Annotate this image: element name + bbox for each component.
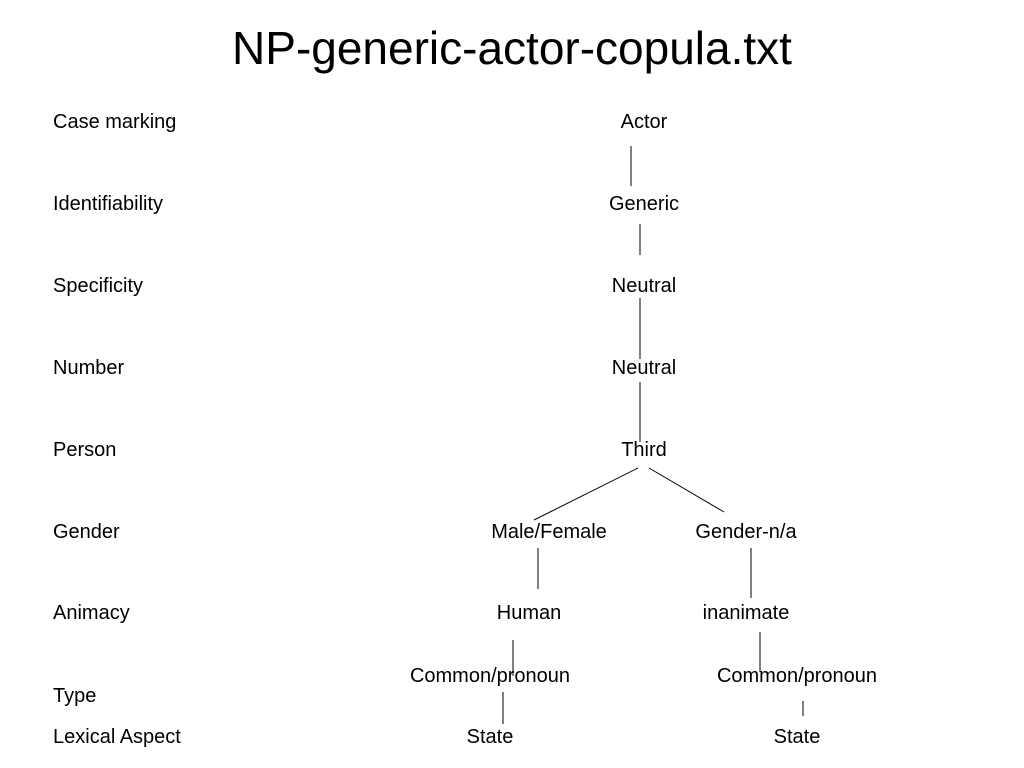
edge-third-male-female [533,467,639,521]
row-label-animacy: Animacy [53,602,130,624]
slide-title: NP-generic-actor-copula.txt [232,22,792,74]
node-generic: Generic [608,193,680,215]
node-inanimate: inanimate [702,602,790,624]
row-label-person: Person [53,439,117,461]
node-third: Third [621,439,667,461]
row-label-case-marking: Case marking [53,111,177,133]
node-state-right: State [773,726,821,748]
node-actor: Actor [620,111,668,133]
node-gender-na: Gender-n/a [695,521,797,543]
row-label-specificity: Specificity [53,275,144,297]
row-label-number: Number [53,357,125,379]
node-male-female: Male/Female [491,521,607,543]
node-common-pronoun-right: Common/pronoun [716,665,878,687]
node-state-left: State [466,726,514,748]
row-label-gender: Gender [53,521,120,543]
node-common-pronoun-left: Common/pronoun [409,665,571,687]
row-label-identifiability: Identifiability [53,193,164,215]
node-specificity-neutral: Neutral [611,275,677,297]
edge-third-gender-na [648,467,725,513]
node-number-neutral: Neutral [611,357,677,379]
row-label-type: Type [53,685,97,707]
node-human: Human [496,602,562,624]
row-label-lexical-aspect: Lexical Aspect [53,726,181,748]
